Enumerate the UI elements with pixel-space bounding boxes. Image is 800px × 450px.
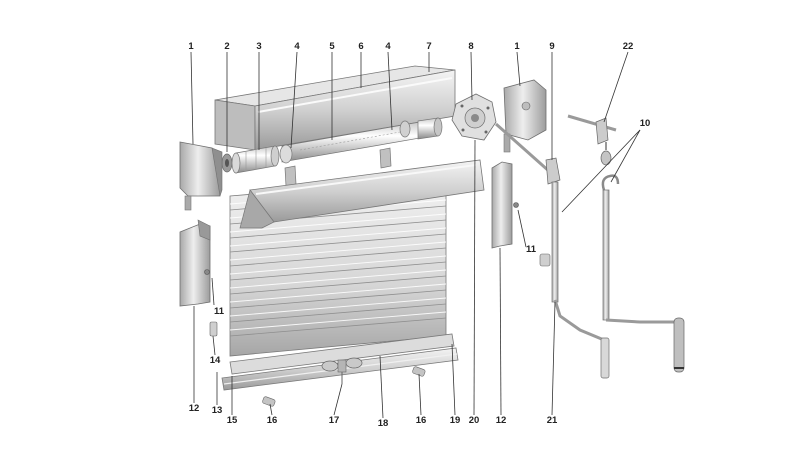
guide-stop-block — [209, 321, 218, 337]
callout-c13: 13 — [212, 405, 223, 416]
bottom-bar-lock — [321, 357, 363, 384]
leader-line-c16b — [418, 373, 422, 416]
box-cover-plate — [214, 65, 456, 151]
leader-line-c4b — [387, 51, 393, 131]
leader-line-c10 — [610, 129, 641, 183]
callout-c3: 3 — [256, 41, 261, 52]
callout-c8: 8 — [468, 41, 473, 52]
callout-c1b: 1 — [514, 41, 520, 52]
leader-line-c12b — [499, 247, 502, 416]
leader-line-c16a — [269, 403, 273, 416]
callout-c16b: 16 — [416, 415, 427, 426]
callout-c4b: 4 — [385, 41, 391, 52]
callout-c6: 6 — [358, 41, 363, 52]
roller-tube-assembly — [221, 117, 443, 187]
callout-c1a: 1 — [188, 41, 194, 52]
leader-line-c11a — [211, 277, 215, 306]
leader-line-c22 — [603, 51, 629, 123]
callout-c11b: 11 — [526, 244, 537, 255]
callout-c14: 14 — [210, 355, 221, 366]
end-stopper-right — [412, 366, 426, 377]
callout-c9: 9 — [549, 41, 554, 52]
leader-line-c8 — [470, 51, 473, 101]
leader-lines — [190, 51, 641, 419]
leader-line-c18 — [379, 355, 384, 419]
right-end-bracket — [503, 79, 547, 153]
left-end-bracket — [179, 141, 223, 211]
callout-c19: 19 — [450, 415, 461, 426]
callout-c15: 15 — [227, 415, 238, 426]
leader-line-c1a — [190, 51, 194, 145]
wall-bracket-22 — [567, 114, 617, 166]
right-guide-rail — [491, 161, 519, 249]
leader-line-c10 — [561, 129, 641, 213]
leader-line-c21 — [551, 301, 556, 416]
front-box-hood — [239, 159, 485, 229]
callout-c10: 10 — [640, 118, 651, 129]
callout-c2: 2 — [224, 41, 229, 52]
callout-c22: 22 — [623, 41, 634, 52]
callout-c4a: 4 — [294, 41, 300, 52]
crank-handle — [601, 174, 685, 373]
callout-c20: 20 — [469, 415, 480, 426]
gearbox-bearing — [451, 93, 497, 141]
callout-c12b: 12 — [496, 415, 507, 426]
wall-support-clip — [539, 253, 551, 267]
leader-line-c20 — [473, 139, 476, 416]
left-guide-rail — [179, 219, 218, 337]
callout-c18: 18 — [378, 418, 389, 429]
leader-line-c17 — [333, 383, 343, 416]
end-stopper-left — [262, 396, 276, 407]
leader-line-c11b — [517, 209, 527, 248]
leader-line-c14 — [212, 335, 216, 356]
bottom-bar-assembly — [221, 333, 459, 407]
leader-line-c1b — [516, 51, 521, 87]
callout-labels: 1 2 3 4 5 6 4 7 8 1 9 22 10 11 11 14 12 … — [188, 41, 650, 429]
callout-c16a: 16 — [267, 415, 278, 426]
crank-drive-rod — [495, 122, 610, 379]
leader-line-c4a — [290, 51, 298, 149]
leader-line-c19 — [451, 343, 456, 416]
callout-c21: 21 — [547, 415, 558, 426]
callout-c12a: 12 — [189, 403, 200, 414]
callout-c17: 17 — [329, 415, 340, 426]
callout-c7: 7 — [426, 41, 431, 52]
callout-c11a: 11 — [214, 306, 225, 317]
callout-c5: 5 — [329, 41, 335, 52]
